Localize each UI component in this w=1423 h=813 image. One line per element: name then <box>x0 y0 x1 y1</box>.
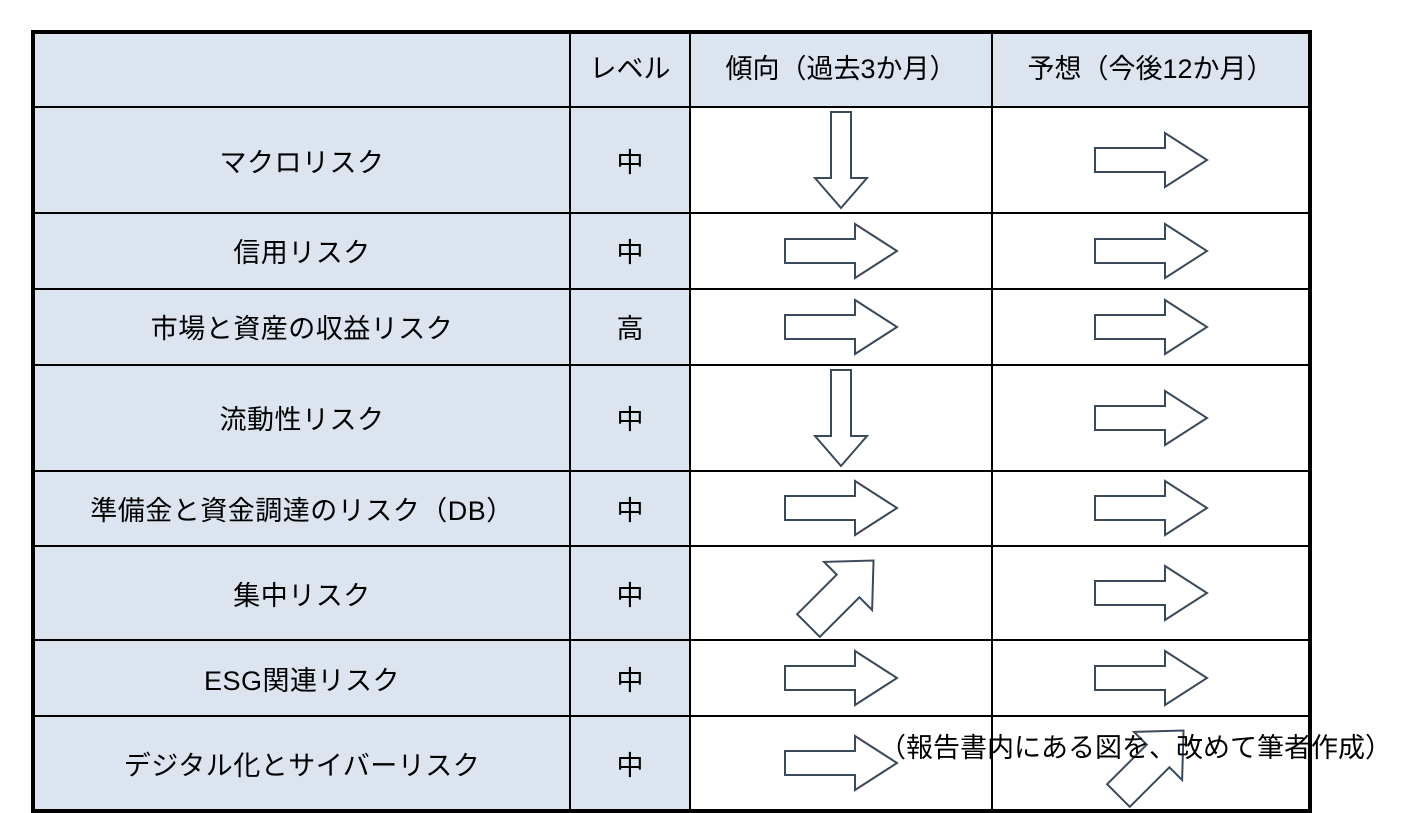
risk-level-cell: 中 <box>569 639 691 718</box>
arrow-right-icon <box>993 108 1308 212</box>
arrow-right-icon <box>691 641 991 715</box>
risk-name-cell: 準備金と資金調達のリスク（DB） <box>32 469 571 548</box>
table-body: マクロリスク中信用リスク中市場と資産の収益リスク高流動性リスク中準備金と資金調達… <box>32 106 1311 813</box>
risk-table: レベル 傾向（過去3か月） 予想（今後12か月） マクロリスク中信用リスク中市場… <box>31 30 1312 813</box>
table-row: 集中リスク中 <box>32 545 1311 642</box>
arrow-right-icon <box>993 641 1308 715</box>
risk-name-cell: デジタル化とサイバーリスク <box>32 715 571 813</box>
header-cell-level: レベル <box>569 31 691 108</box>
forecast-arrow-cell <box>991 639 1311 718</box>
risk-level-cell: 中 <box>569 715 691 813</box>
arrow-right-icon <box>993 472 1308 546</box>
figure-caption: （報告書内にある図を、改めて筆者作成） <box>879 733 1392 763</box>
risk-table-container: レベル 傾向（過去3か月） 予想（今後12か月） マクロリスク中信用リスク中市場… <box>31 30 1312 813</box>
table-row: 市場と資産の収益リスク高 <box>32 287 1311 366</box>
trend-arrow-cell <box>689 106 993 214</box>
trend-arrow-cell <box>689 639 993 718</box>
header-cell-name <box>32 31 571 108</box>
arrow-up-right-icon <box>691 547 991 639</box>
trend-arrow-cell <box>689 287 993 366</box>
arrow-right-icon <box>691 290 991 364</box>
table-row: 流動性リスク中 <box>32 363 1311 472</box>
risk-name-cell: 市場と資産の収益リスク <box>32 287 571 366</box>
risk-level-cell: 中 <box>569 212 691 290</box>
trend-arrow-cell <box>689 545 993 642</box>
table-header: レベル 傾向（過去3か月） 予想（今後12か月） <box>32 31 1311 108</box>
table-row: ESG関連リスク中 <box>32 639 1311 718</box>
forecast-arrow-cell <box>991 212 1311 290</box>
forecast-arrow-cell <box>991 545 1311 642</box>
header-cell-trend: 傾向（過去3か月） <box>689 31 993 108</box>
trend-arrow-cell <box>689 363 993 472</box>
arrow-down-icon <box>691 366 991 470</box>
forecast-arrow-cell <box>991 469 1311 548</box>
risk-level-cell: 中 <box>569 545 691 642</box>
trend-arrow-cell <box>689 212 993 290</box>
arrow-right-icon <box>993 366 1308 470</box>
arrow-right-icon <box>691 717 991 809</box>
arrow-right-icon <box>691 214 991 288</box>
table-row: マクロリスク中 <box>32 106 1311 214</box>
arrow-right-icon <box>993 214 1308 288</box>
arrow-right-icon <box>993 290 1308 364</box>
page-root: レベル 傾向（過去3か月） 予想（今後12か月） マクロリスク中信用リスク中市場… <box>31 30 1392 813</box>
header-cell-forecast: 予想（今後12か月） <box>991 31 1311 108</box>
risk-name-cell: 流動性リスク <box>32 363 571 472</box>
table-row: 信用リスク中 <box>32 212 1311 290</box>
table-row: 準備金と資金調達のリスク（DB）中 <box>32 469 1311 548</box>
trend-arrow-cell <box>689 469 993 548</box>
risk-name-cell: マクロリスク <box>32 106 571 214</box>
risk-name-cell: 集中リスク <box>32 545 571 642</box>
arrow-right-icon <box>993 547 1308 639</box>
risk-level-cell: 高 <box>569 287 691 366</box>
risk-name-cell: ESG関連リスク <box>32 639 571 718</box>
risk-level-cell: 中 <box>569 363 691 472</box>
risk-level-cell: 中 <box>569 106 691 214</box>
forecast-arrow-cell <box>991 106 1311 214</box>
risk-name-cell: 信用リスク <box>32 212 571 290</box>
arrow-down-icon <box>691 108 991 212</box>
forecast-arrow-cell <box>991 287 1311 366</box>
risk-level-cell: 中 <box>569 469 691 548</box>
header-row: レベル 傾向（過去3か月） 予想（今後12か月） <box>32 31 1311 108</box>
arrow-right-icon <box>691 472 991 546</box>
forecast-arrow-cell <box>991 363 1311 472</box>
